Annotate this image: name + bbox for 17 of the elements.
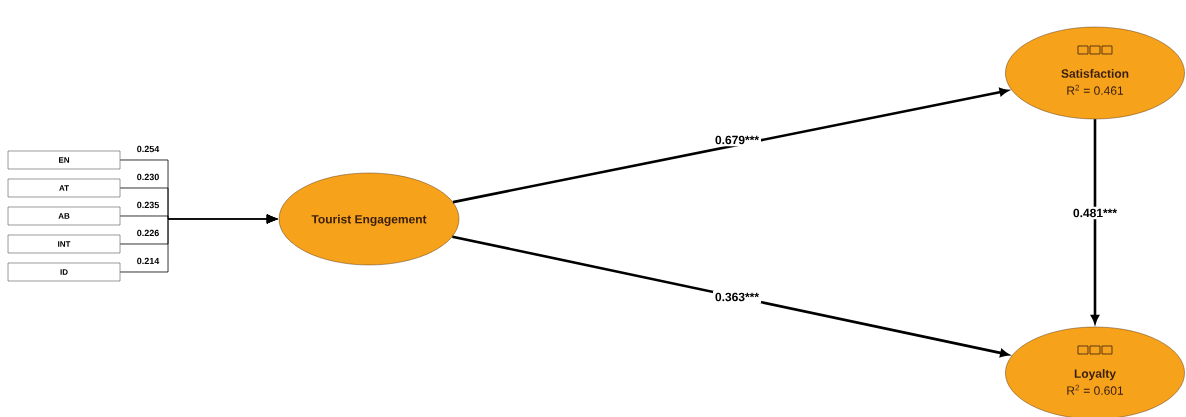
- edge-label: 0.235: [137, 201, 159, 209]
- indicator-box: AT: [7, 178, 121, 198]
- indicator-box: ID: [7, 262, 121, 282]
- arrow: [119, 214, 278, 273]
- indicator-box: INT: [7, 234, 121, 254]
- arrow: [1091, 119, 1099, 324]
- edge-label: 0.481***: [1071, 206, 1119, 220]
- edge-label: 0.363***: [713, 290, 761, 304]
- indicator-box: EN: [7, 150, 121, 170]
- edge-label: 0.254: [137, 145, 160, 153]
- arrow: [452, 235, 1009, 358]
- edge-label: 0.214: [137, 257, 160, 265]
- edge-label: 0.679***: [713, 133, 761, 147]
- edge-label: 0.226: [137, 229, 159, 237]
- arrow: [452, 88, 1009, 204]
- edge-label: 0.230: [137, 173, 159, 181]
- indicator-box: AB: [7, 206, 121, 226]
